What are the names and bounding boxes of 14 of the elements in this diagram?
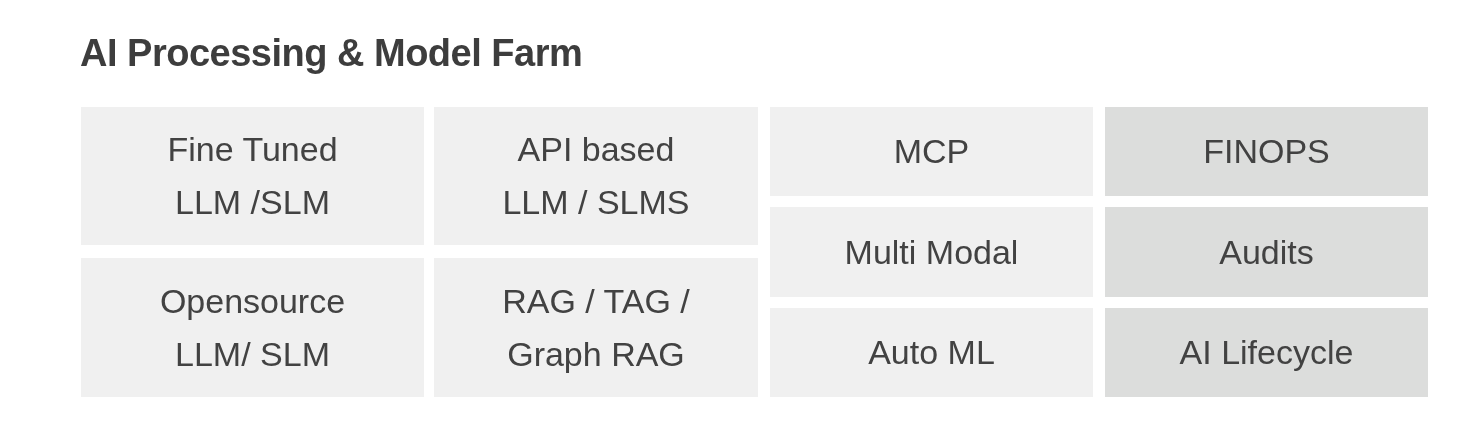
box-label: RAG / TAG / Graph RAG — [501, 280, 691, 375]
box-label: Auto ML — [868, 332, 995, 373]
box-label: API based LLM / SLMS — [501, 129, 691, 223]
box-label: FINOPS — [1203, 131, 1330, 172]
box-label: MCP — [893, 131, 970, 172]
category-box — [1105, 207, 1428, 297]
box-label: Multi Modal — [844, 231, 1019, 273]
category-box — [1105, 308, 1428, 397]
box-label: AI Lifecycle — [1179, 332, 1354, 373]
box-label: Fine Tuned LLM /SLM — [166, 129, 339, 223]
box-label: Opensource LLM/ SLM — [158, 280, 347, 375]
diagram-title: AI Processing & Model Farm — [80, 31, 583, 76]
category-box — [1105, 107, 1428, 196]
box-label: Audits — [1219, 231, 1314, 273]
